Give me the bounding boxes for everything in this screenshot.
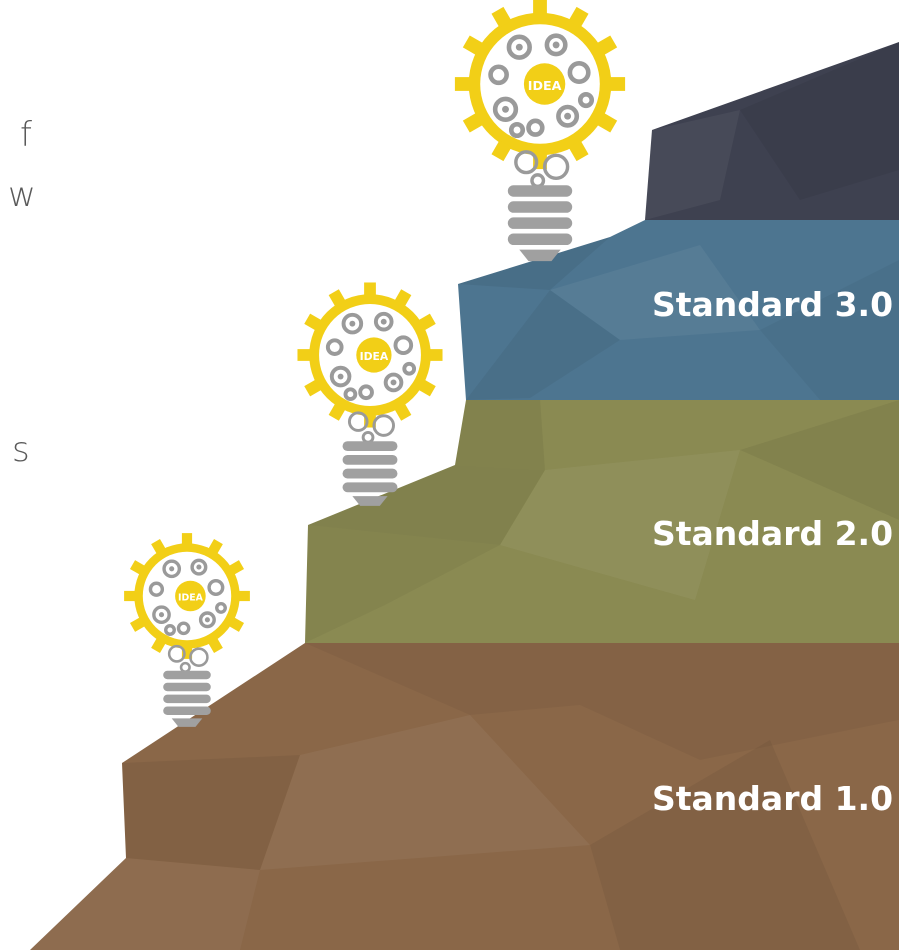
step-standard-1: [30, 643, 899, 950]
idea-bulb-small: IDEA: [122, 531, 252, 729]
step-standard-3: [458, 220, 899, 400]
label-standard-3: Standard 3.0: [652, 285, 894, 324]
summit-block: [645, 42, 899, 220]
idea-bulb-medium: IDEA: [295, 280, 445, 508]
step-2-body: [305, 400, 899, 643]
idea-bulb-large: IDEA: [455, 0, 625, 261]
label-standard-2: Standard 2.0: [652, 514, 894, 553]
step-3-body: [458, 220, 899, 400]
summit-body: [645, 42, 899, 220]
step-standard-2: [305, 398, 899, 643]
label-standard-1: Standard 1.0: [652, 779, 894, 818]
step-1-body: [30, 643, 899, 950]
bulb-label-large: IDEA: [528, 78, 562, 93]
text-fragment-s: s: [12, 430, 30, 470]
bulb-label-medium: IDEA: [360, 350, 389, 363]
text-fragment-f: f: [20, 115, 32, 155]
text-fragment-w: w: [8, 175, 36, 215]
bulb-label-small: IDEA: [178, 592, 204, 603]
